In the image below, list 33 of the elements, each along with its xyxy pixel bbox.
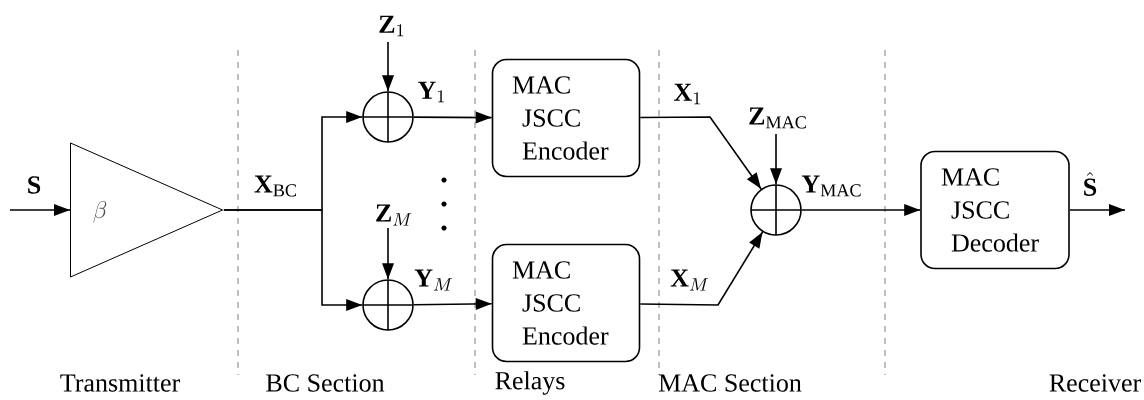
arrow — [770, 133, 782, 185]
signal-label: $\hat{\mathbf{S}}$ — [1080, 170, 1100, 198]
arrow — [413, 111, 493, 124]
section-label: BC Section — [266, 374, 385, 392]
jscc-box: MAC JSCC Encoder — [491, 243, 641, 363]
signal-label: $\mathbf{Z}_{M}$ — [372, 202, 416, 228]
arrow — [382, 41, 394, 92]
arrow — [9, 204, 71, 216]
signal-label: $\mathbf{S}$ — [24, 174, 44, 196]
section-label: Transmitter — [60, 374, 180, 392]
signal-label: $\mathbf{Y}_{M}$ — [414, 269, 453, 291]
signal-label: $\mathbf{Y}_{\mathrm{MAC}}$ — [801, 175, 861, 197]
signal-label: $\mathbf{Z}_1$ — [376, 13, 408, 39]
arrow — [413, 298, 493, 310]
arrow — [639, 231, 764, 306]
adder-circle — [750, 184, 802, 236]
adder-circle — [362, 279, 414, 331]
arrow — [801, 204, 921, 216]
signal-label: $\mathbf{Z}_{\mathrm{MAC}}$ — [746, 105, 810, 131]
signal-label: $\mathbf{Y}_1$ — [417, 81, 445, 103]
jscc-box: MAC JSCC Decoder — [920, 150, 1070, 270]
arrow — [382, 227, 394, 280]
signal-label: $\mathbf{X}_1$ — [671, 81, 705, 107]
arrow — [639, 116, 762, 190]
arrow — [223, 209, 363, 311]
jscc-box: MAC JSCC Encoder — [491, 58, 641, 178]
signal-label: $\mathbf{X}_{\mathrm{BC}}$ — [252, 173, 301, 199]
signal-label: $\mathbf{X}_{M}$ — [668, 267, 712, 293]
section-label: MAC Section — [658, 374, 802, 392]
amplifier-triangle: $\beta$ — [70, 142, 223, 278]
section-label: Receiver — [1049, 374, 1141, 392]
arrow — [1069, 204, 1126, 216]
adder-circle — [362, 91, 414, 143]
